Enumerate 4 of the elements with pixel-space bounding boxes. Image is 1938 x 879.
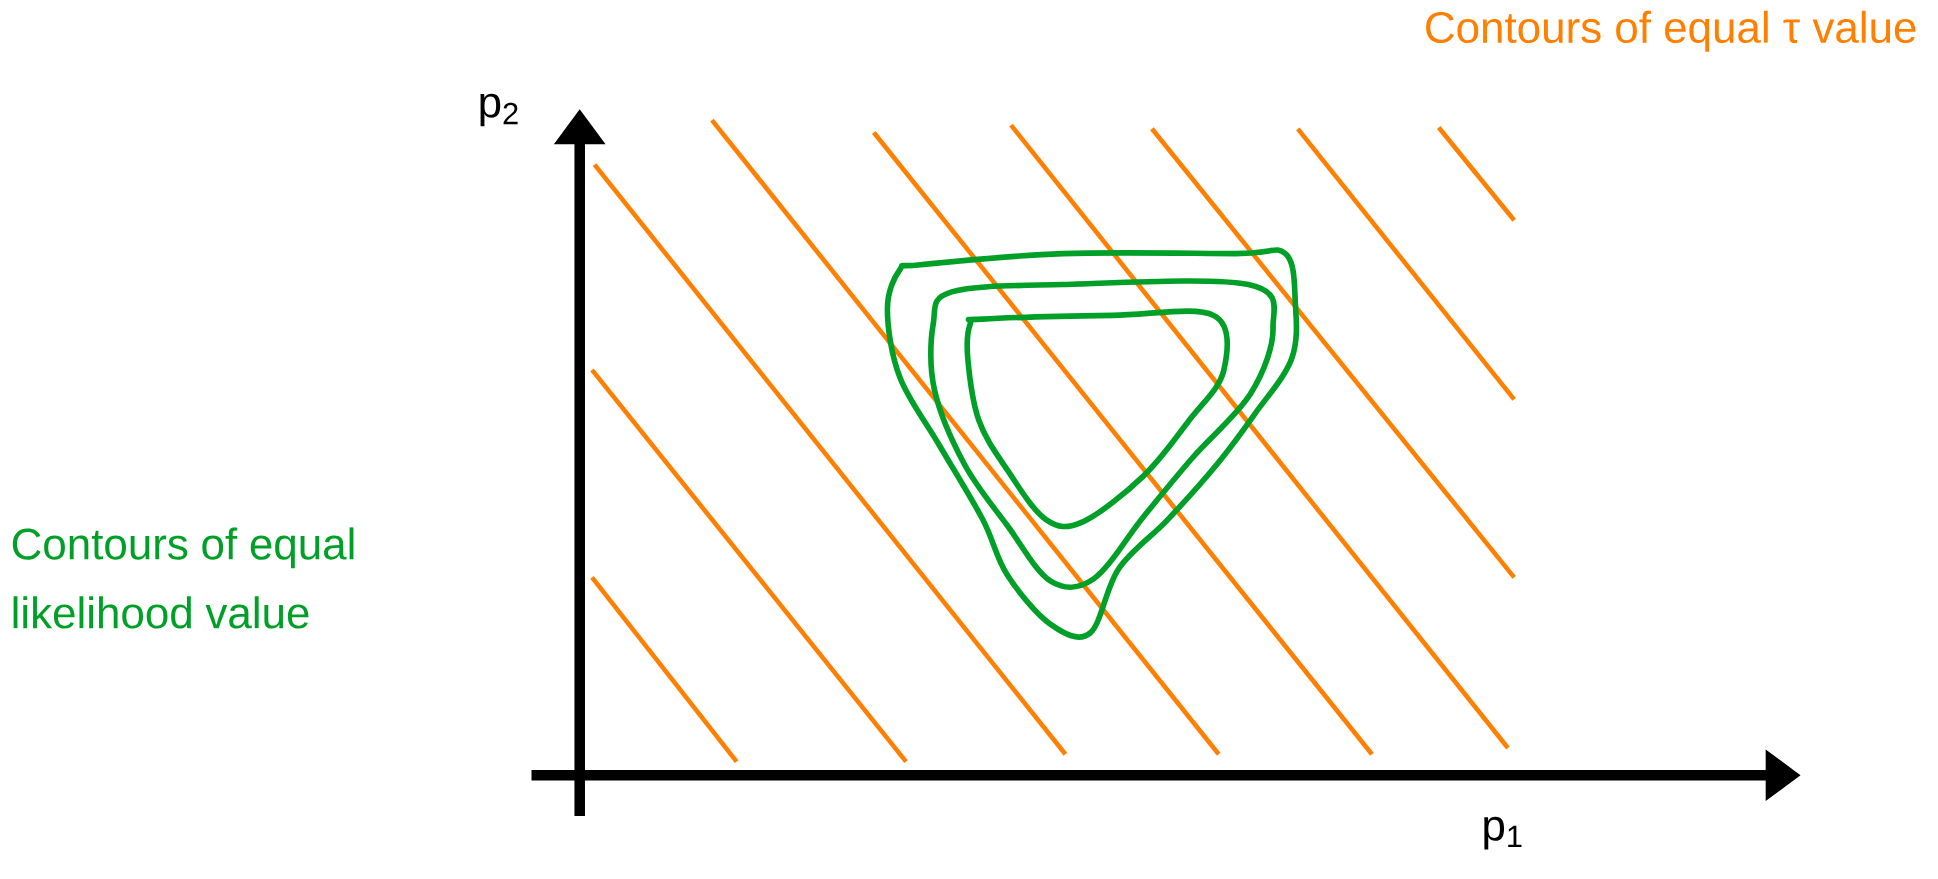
axis-label: p$_{1}$: [1484, 816, 1522, 850]
legend-text: Contours of equal likelihood value: [12, 527, 354, 629]
legend-text: Contours of equal τ value: [1426, 10, 1916, 52]
axis-label: p$_{2}$: [480, 93, 518, 127]
